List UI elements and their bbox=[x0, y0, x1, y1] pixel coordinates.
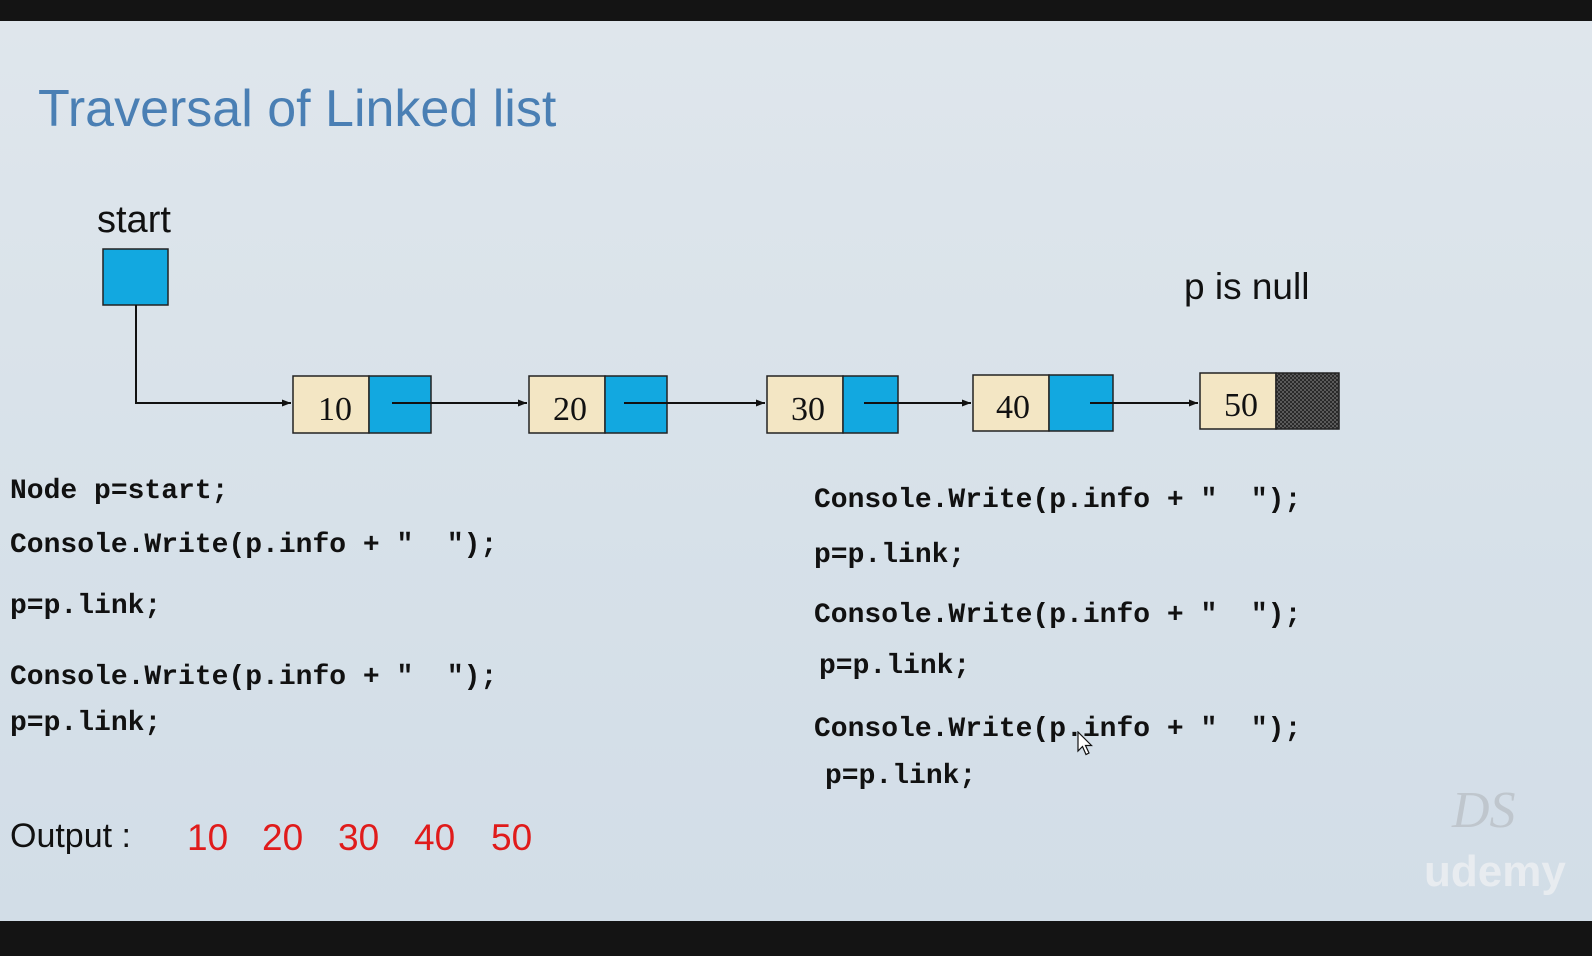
mouse-cursor-icon bbox=[1077, 731, 1093, 756]
start-label: start bbox=[97, 199, 171, 241]
node-3: 30 bbox=[766, 375, 899, 434]
start-arrow bbox=[135, 305, 291, 407]
code-line-right-1: Console.Write(p.info + " "); bbox=[814, 485, 1302, 516]
node-2-link-box bbox=[604, 375, 668, 434]
code-line-left-2: Console.Write(p.info + " "); bbox=[10, 530, 498, 561]
node-5-null-link-box bbox=[1275, 372, 1340, 430]
node-2-info-box bbox=[528, 375, 606, 434]
linked-list-diagram: 10 20 30 40 50 bbox=[102, 248, 1340, 434]
udemy-watermark: udemy bbox=[1424, 847, 1566, 896]
node-4-info-box bbox=[972, 374, 1050, 432]
code-line-left-3: p=p.link; bbox=[10, 591, 162, 622]
output-value: 40 bbox=[414, 817, 456, 858]
node-5-info-box bbox=[1199, 372, 1277, 430]
node-1-info: 10 bbox=[318, 391, 352, 428]
code-line-right-5: Console.Write(p.info + " "); bbox=[814, 714, 1302, 745]
code-line-right-2: p=p.link; bbox=[814, 540, 966, 571]
code-line-right-3: Console.Write(p.info + " "); bbox=[814, 600, 1302, 631]
code-line-left-4: Console.Write(p.info + " "); bbox=[10, 662, 498, 693]
p-is-null-label: p is null bbox=[1184, 266, 1310, 307]
code-line-right-4: p=p.link; bbox=[819, 651, 971, 682]
node-4-info: 40 bbox=[996, 389, 1030, 426]
node-3-link-box bbox=[842, 375, 899, 434]
code-line-left-5: p=p.link; bbox=[10, 708, 162, 739]
node-5-info: 50 bbox=[1224, 387, 1258, 424]
slide-title: Traversal of Linked list bbox=[38, 80, 557, 138]
output-value: 20 bbox=[262, 817, 304, 858]
output-label: Output : bbox=[10, 817, 131, 855]
slide: Traversal of Linked list 10 20 bbox=[0, 21, 1592, 921]
output-value: 30 bbox=[338, 817, 380, 858]
node-5: 50 bbox=[1199, 372, 1340, 430]
code-line-left-1: Node p=start; bbox=[10, 476, 229, 507]
node-3-info-box bbox=[766, 375, 844, 434]
start-pointer-box bbox=[102, 248, 169, 306]
node-1-info-box bbox=[292, 375, 370, 434]
node-2-info: 20 bbox=[553, 391, 587, 428]
node-3-info: 30 bbox=[791, 391, 825, 428]
node-1: 10 bbox=[292, 375, 432, 434]
ds-logo: DS bbox=[1452, 782, 1516, 839]
output-value: 10 bbox=[187, 817, 229, 858]
node-1-link-box bbox=[368, 375, 432, 434]
output-value: 50 bbox=[491, 817, 533, 858]
node-2: 20 bbox=[528, 375, 668, 434]
code-line-right-6: p=p.link; bbox=[825, 761, 977, 792]
